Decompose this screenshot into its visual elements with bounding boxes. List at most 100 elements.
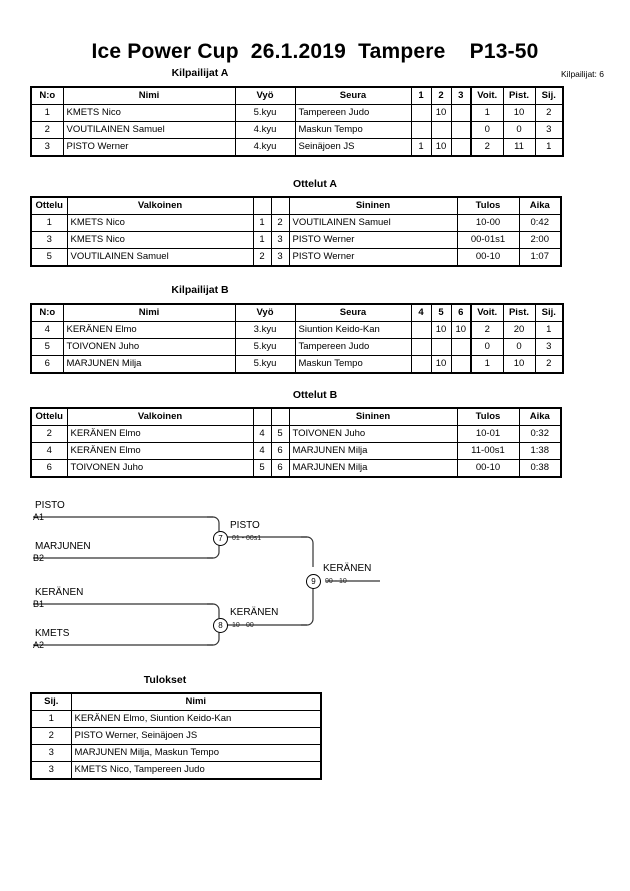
cell-g3 bbox=[450, 121, 472, 139]
seed-name-3: KERÄNEN bbox=[35, 587, 84, 598]
table-row: 5 VOUTILAINEN Samuel 2 3 PISTO Werner 00… bbox=[30, 248, 562, 267]
cell-blue-no: 3 bbox=[270, 248, 290, 267]
col-points: Pist. bbox=[502, 86, 536, 105]
col-club: Seura bbox=[294, 303, 412, 322]
col-white: Valkoinen bbox=[66, 196, 254, 215]
col-match: Ottelu bbox=[30, 196, 68, 215]
cell-belt: 5.kyu bbox=[234, 104, 296, 122]
cell-g3: 10 bbox=[450, 321, 472, 339]
entrants-count: Kilpailijat: 6 bbox=[561, 69, 604, 79]
cell-belt: 4.kyu bbox=[234, 121, 296, 139]
cell-g2 bbox=[430, 121, 452, 139]
cell-belt: 5.kyu bbox=[234, 355, 296, 374]
col-wins: Voit. bbox=[470, 303, 504, 322]
caption-matches-a: Ottelut A bbox=[293, 178, 337, 190]
col-g1: 1 bbox=[410, 86, 432, 105]
col-white-no bbox=[252, 407, 272, 426]
pool-a-table: N:o Nimi Vyö Seura 1 2 3 Voit. Pist. Sij… bbox=[30, 86, 564, 157]
cell-g2: 10 bbox=[430, 138, 452, 157]
cell-belt: 5.kyu bbox=[234, 338, 296, 356]
bracket-winner-8: KERÄNEN bbox=[230, 607, 279, 618]
cell-g1 bbox=[410, 338, 432, 356]
cell-time: 1:38 bbox=[518, 442, 562, 460]
cell-name: PISTO Werner, Seinäjoen JS bbox=[70, 727, 322, 745]
cell-blue: TOIVONEN Juho bbox=[288, 425, 458, 443]
table-row: 6 TOIVONEN Juho 5 6 MARJUNEN Milja 00-10… bbox=[30, 459, 562, 478]
cell-white-no: 1 bbox=[252, 231, 272, 249]
bracket-score-8: 10 - 00 bbox=[232, 622, 254, 629]
cell-club: Tampereen Judo bbox=[294, 338, 412, 356]
table-row: 1 KMETS Nico 1 2 VOUTILAINEN Samuel 10-0… bbox=[30, 214, 562, 232]
cell-white: VOUTILAINEN Samuel bbox=[66, 248, 254, 267]
table-header-row: Ottelu Valkoinen Sininen Tulos Aika bbox=[30, 407, 562, 426]
cell-g1 bbox=[410, 355, 432, 374]
col-points: Pist. bbox=[502, 303, 536, 322]
table-row: 3 MARJUNEN Milja, Maskun Tempo bbox=[30, 744, 322, 762]
cell-match: 1 bbox=[30, 214, 68, 232]
col-rank: Sij. bbox=[30, 692, 72, 711]
caption-matches-b: Ottelut B bbox=[292, 389, 338, 401]
col-g2: 5 bbox=[430, 303, 452, 322]
cell-g2: 10 bbox=[430, 321, 452, 339]
cell-no: 3 bbox=[30, 138, 64, 157]
cell-match: 6 bbox=[30, 459, 68, 478]
cell-g3 bbox=[450, 355, 472, 374]
cell-belt: 3.kyu bbox=[234, 321, 296, 339]
cell-name: KERÄNEN Elmo bbox=[62, 321, 236, 339]
page-title: Ice Power Cup 26.1.2019 Tampere P13-50 bbox=[91, 40, 539, 63]
cell-rank: 3 bbox=[30, 761, 72, 780]
cell-time: 0:32 bbox=[518, 425, 562, 443]
col-blue-no bbox=[270, 196, 290, 215]
cell-blue: PISTO Werner bbox=[288, 231, 458, 249]
cell-blue-no: 3 bbox=[270, 231, 290, 249]
cell-name: TOIVONEN Juho bbox=[62, 338, 236, 356]
bracket-winner-7: PISTO bbox=[230, 520, 260, 531]
matches-b-table: Ottelu Valkoinen Sininen Tulos Aika 2 KE… bbox=[30, 407, 562, 478]
table-row: 2 KERÄNEN Elmo 4 5 TOIVONEN Juho 10-01 0… bbox=[30, 425, 562, 443]
table-row: 1 KERÄNEN Elmo, Siuntion Keido-Kan bbox=[30, 710, 322, 728]
cell-no: 6 bbox=[30, 355, 64, 374]
table-row: 3 PISTO Werner 4.kyu Seinäjoen JS 1 10 2… bbox=[30, 138, 564, 157]
cell-name: KMETS Nico, Tampereen Judo bbox=[70, 761, 322, 780]
cell-g1 bbox=[410, 321, 432, 339]
caption-results: Tulokset bbox=[143, 674, 187, 686]
cell-match: 4 bbox=[30, 442, 68, 460]
seed-name-2: MARJUNEN bbox=[35, 541, 91, 552]
seed-code-1: A1 bbox=[33, 512, 45, 522]
cell-club: Tampereen Judo bbox=[294, 104, 412, 122]
cell-rank: 1 bbox=[534, 321, 564, 339]
cell-result: 00-10 bbox=[456, 459, 520, 478]
table-row: 3 KMETS Nico, Tampereen Judo bbox=[30, 761, 322, 780]
cell-belt: 4.kyu bbox=[234, 138, 296, 157]
bracket-score-9: 00 - 10 bbox=[325, 578, 347, 585]
cell-white-no: 4 bbox=[252, 442, 272, 460]
cell-no: 1 bbox=[30, 104, 64, 122]
pool-b-table: N:o Nimi Vyö Seura 4 5 6 Voit. Pist. Sij… bbox=[30, 303, 564, 374]
col-result: Tulos bbox=[456, 407, 520, 426]
seed-name-1: PISTO bbox=[35, 500, 65, 511]
cell-g1 bbox=[410, 121, 432, 139]
bracket-winner-9: KERÄNEN bbox=[323, 563, 372, 574]
col-g3: 6 bbox=[450, 303, 472, 322]
cell-name: KERÄNEN Elmo, Siuntion Keido-Kan bbox=[70, 710, 322, 728]
cell-white: KMETS Nico bbox=[66, 214, 254, 232]
cell-points: 11 bbox=[502, 138, 536, 157]
cell-white-no: 2 bbox=[252, 248, 272, 267]
cell-name: MARJUNEN Milja bbox=[62, 355, 236, 374]
cell-match: 3 bbox=[30, 231, 68, 249]
cell-points: 0 bbox=[502, 338, 536, 356]
cell-blue-no: 2 bbox=[270, 214, 290, 232]
table-row: 3 KMETS Nico 1 3 PISTO Werner 00-01s1 2:… bbox=[30, 231, 562, 249]
col-wins: Voit. bbox=[470, 86, 504, 105]
cell-white: KERÄNEN Elmo bbox=[66, 425, 254, 443]
seed-code-4: A2 bbox=[33, 640, 45, 650]
cell-g3 bbox=[450, 338, 472, 356]
cell-blue: MARJUNEN Milja bbox=[288, 459, 458, 478]
table-row: 2 PISTO Werner, Seinäjoen JS bbox=[30, 727, 322, 745]
col-name: Nimi bbox=[62, 86, 236, 105]
cell-wins: 2 bbox=[470, 321, 504, 339]
cell-result: 00-01s1 bbox=[456, 231, 520, 249]
cell-blue: PISTO Werner bbox=[288, 248, 458, 267]
cell-points: 10 bbox=[502, 104, 536, 122]
